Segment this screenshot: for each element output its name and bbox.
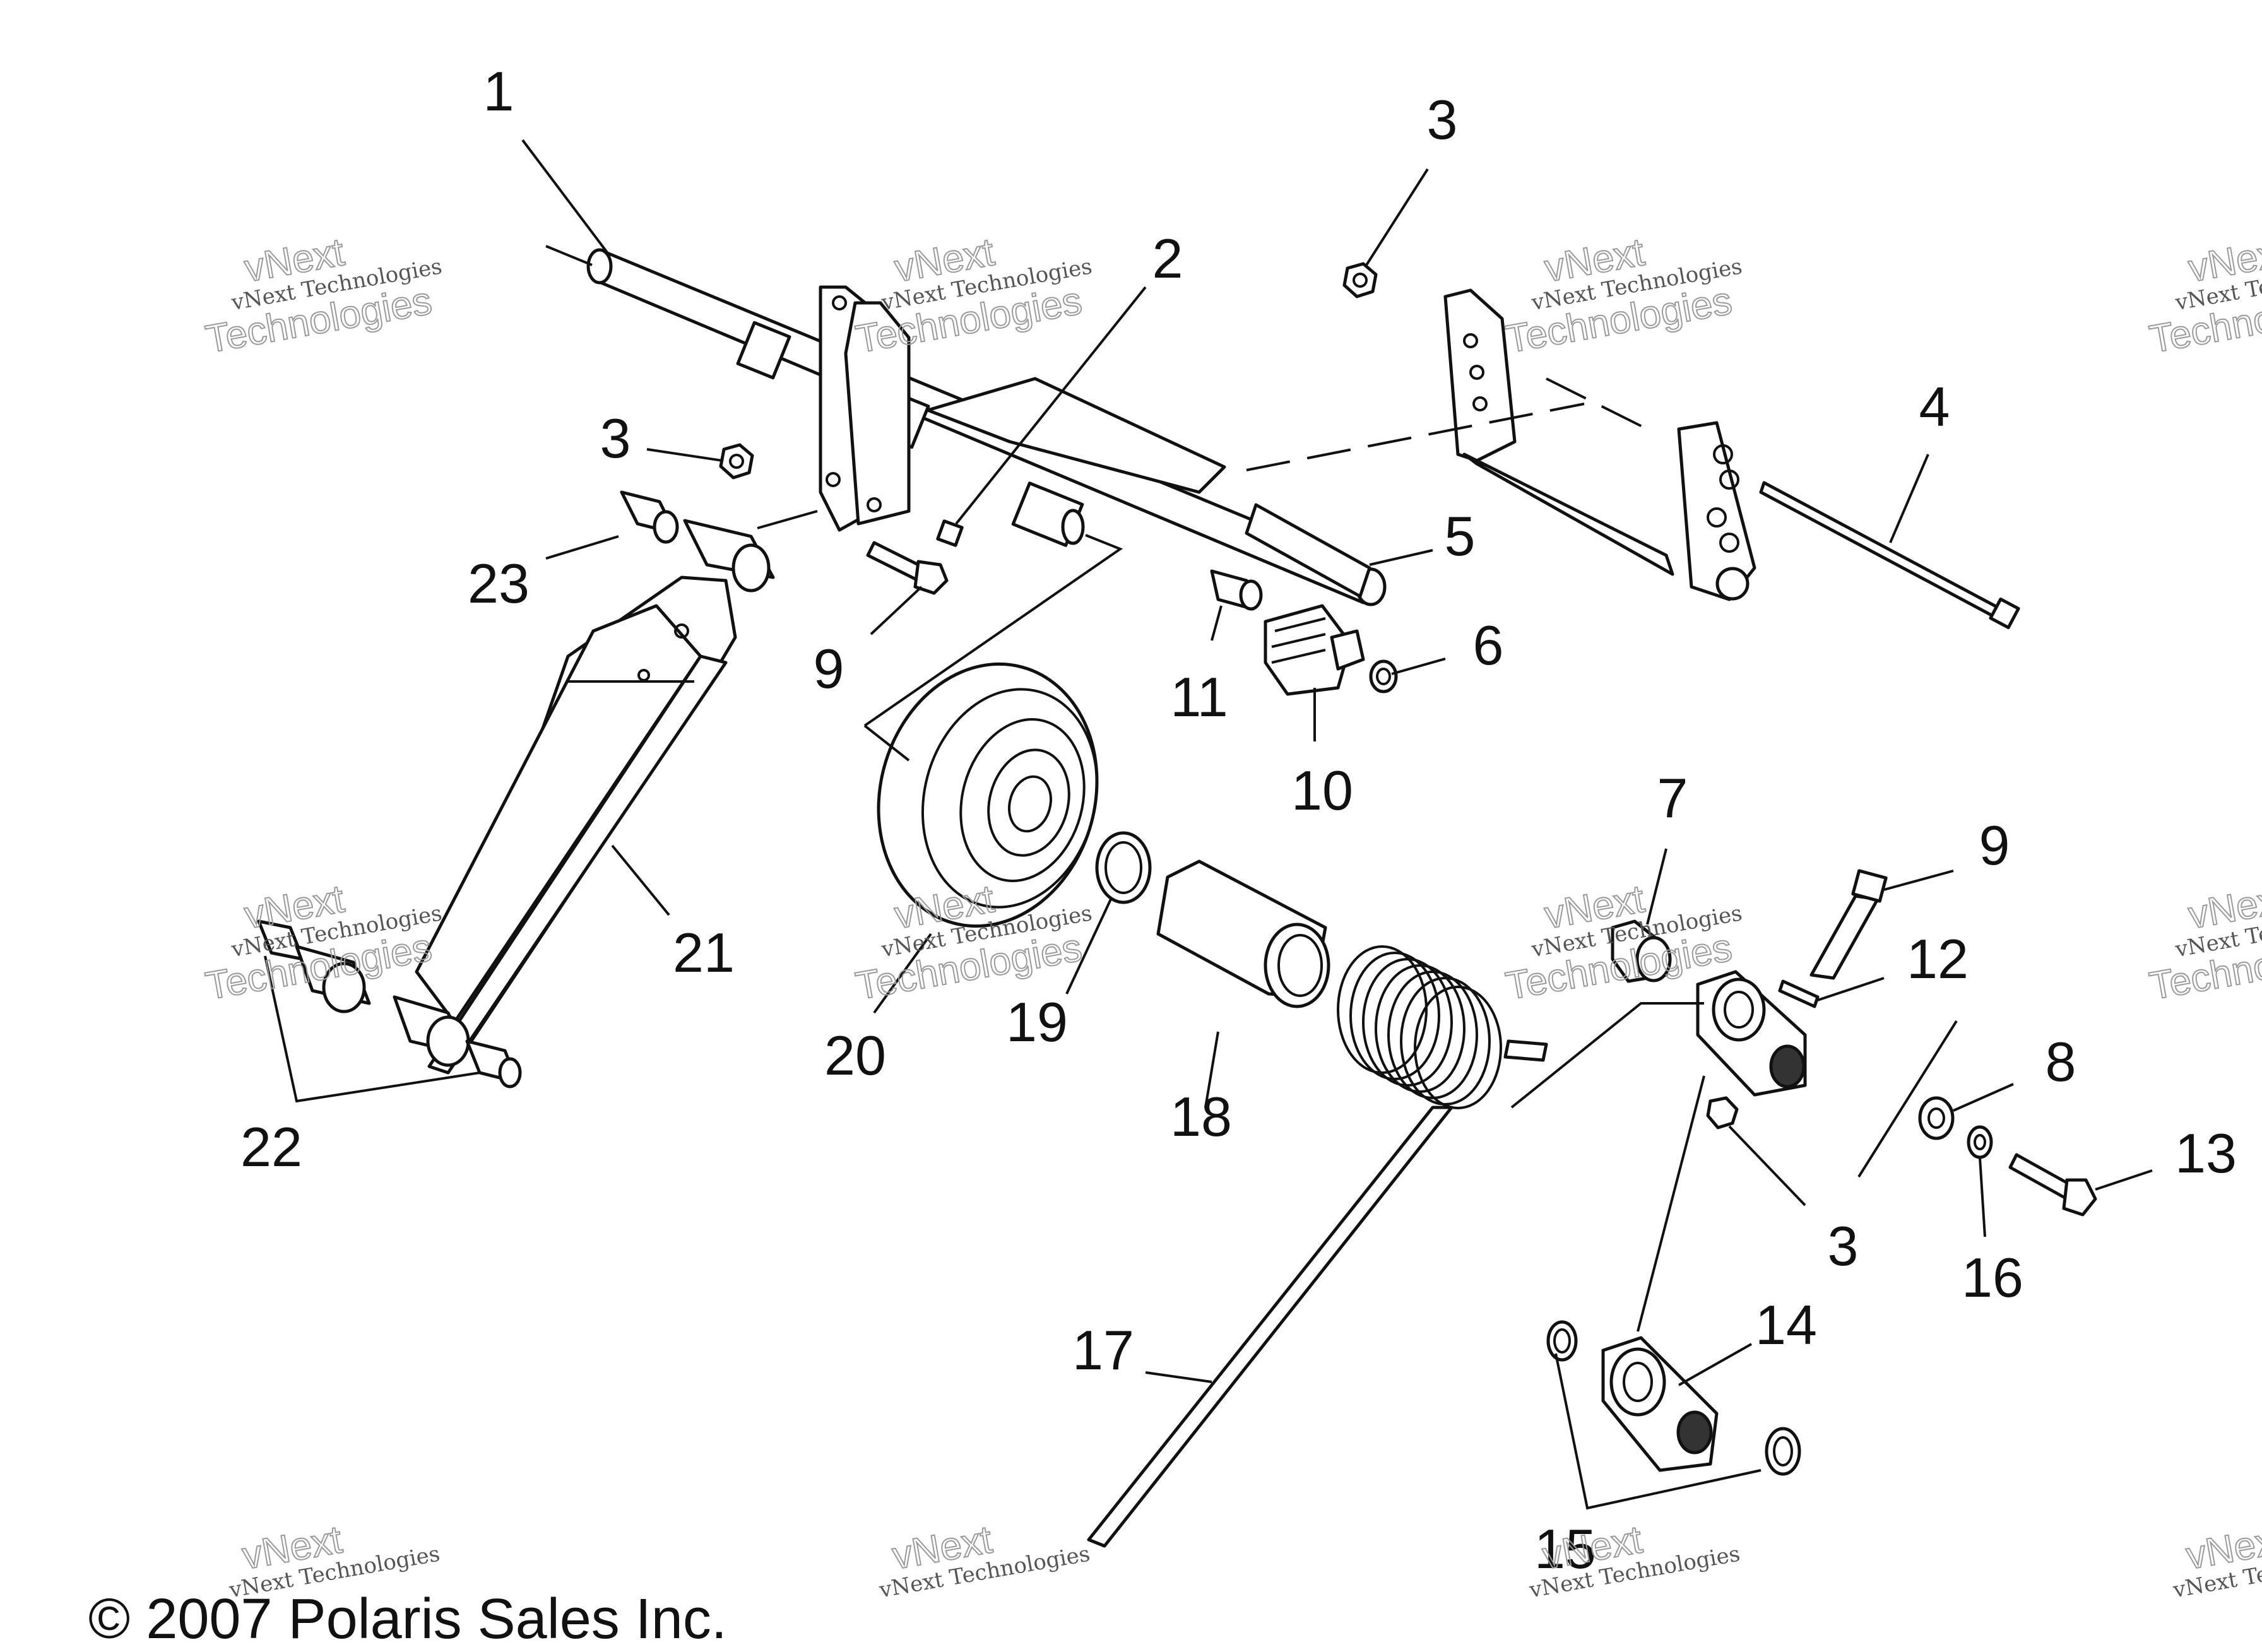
washer-part-16: [1967, 1125, 1993, 1159]
nut-part-3-lower: [1706, 1096, 1739, 1130]
callout-1: 1: [483, 60, 514, 122]
callout-20: 20: [824, 1024, 886, 1087]
callout-16: 16: [1962, 1246, 2023, 1309]
callout-10: 10: [1291, 759, 1353, 822]
arm-part-21: [415, 575, 737, 1075]
callout-5: 5: [1445, 505, 1476, 567]
watermark-2: vNext vNext Technologies Technologies: [852, 230, 1094, 362]
callout-4: 4: [1919, 375, 1950, 438]
key-part-12: [1778, 979, 1820, 1008]
bushings-part-22: [257, 919, 522, 1089]
watermark-10: vNext vNext Technologies: [877, 1517, 1092, 1603]
callout-19: 19: [1006, 991, 1068, 1053]
watermark-5: vNext vNext Technologies Technologies: [202, 876, 444, 1009]
leader-lines: [264, 139, 2153, 1510]
wheel-part-20: [877, 662, 1099, 928]
callout-21: 21: [673, 921, 735, 984]
lower-arm-part-14: [1601, 1336, 1719, 1472]
bolt-part-13: [2008, 1153, 2097, 1217]
callout-18: 18: [1170, 1085, 1232, 1148]
nut-part-3-top: [1342, 262, 1378, 298]
callout-3-lower: 3: [1828, 1215, 1859, 1277]
grease-fitting-part-2: [936, 519, 964, 547]
callout-3-top: 3: [1427, 88, 1458, 151]
callout-9-right: 9: [1979, 814, 2010, 876]
shaft-mounting-plates: [819, 285, 1226, 532]
watermark-11: vNext vNext Technologies: [1527, 1517, 1742, 1603]
bushing-part-11: [1210, 569, 1263, 611]
washer-part-6: [1369, 659, 1398, 693]
callout-2: 2: [1152, 227, 1183, 290]
adjuster-part-10: [1264, 604, 1365, 696]
callout-6: 6: [1473, 614, 1504, 676]
callout-11: 11: [1170, 666, 1228, 728]
bushing-part-7: [1611, 919, 1672, 983]
callouts: 1 2 3 3 3 4 5 6 7 8 9 9 10 11 12 13 14 1…: [240, 60, 2237, 1580]
watermark-1: vNext vNext Technologies Technologies: [202, 230, 444, 362]
spring-part-17: [1087, 945, 1548, 1548]
copyright-notice: © 2007 Polaris Sales Inc.: [88, 1588, 727, 1651]
callout-15: 15: [1534, 1518, 1596, 1580]
bolt-part-9-left: [866, 541, 949, 595]
bushings-part-15: [1546, 1320, 1801, 1476]
nut-part-3-left: [719, 443, 754, 480]
spacer-part-5: [1245, 503, 1371, 598]
watermark-8: vNext vNext Technologies Technologies: [2146, 876, 2262, 1009]
washer-part-8: [1918, 1096, 1955, 1140]
watermark-3: vNext vNext Technologies Technologies: [1502, 230, 1744, 362]
exploded-parts-diagram: 1 2 3 3 3 4 5 6 7 8 9 9 10 11 12 13 14 1…: [202, 60, 2262, 1603]
ring-part-19: [1095, 831, 1152, 904]
callout-17: 17: [1072, 1319, 1134, 1381]
callout-8: 8: [2046, 1030, 2076, 1093]
callout-7: 7: [1657, 767, 1688, 829]
callout-22: 22: [240, 1116, 302, 1178]
sleeve-part-18: [1156, 859, 1330, 1008]
callout-13: 13: [2175, 1122, 2237, 1184]
bolt-part-9-right: [1809, 869, 1888, 980]
watermark-4: vNext vNext Technologies Technologies: [2146, 230, 2262, 362]
rear-bracket-assembly: [1246, 288, 1756, 601]
callout-9-left: 9: [814, 637, 844, 700]
shaft-threaded-end: [1011, 481, 1085, 547]
pivot-arm: [1696, 970, 1807, 1097]
bushings-part-23: [620, 490, 775, 593]
callout-14: 14: [1755, 1294, 1817, 1356]
callout-23: 23: [468, 552, 530, 615]
long-bolt-part-4: [1759, 481, 2020, 630]
callout-12: 12: [1907, 928, 1969, 990]
watermark-12: vNext vNext Technologies: [2170, 1517, 2262, 1603]
callout-3-left: 3: [600, 407, 631, 469]
